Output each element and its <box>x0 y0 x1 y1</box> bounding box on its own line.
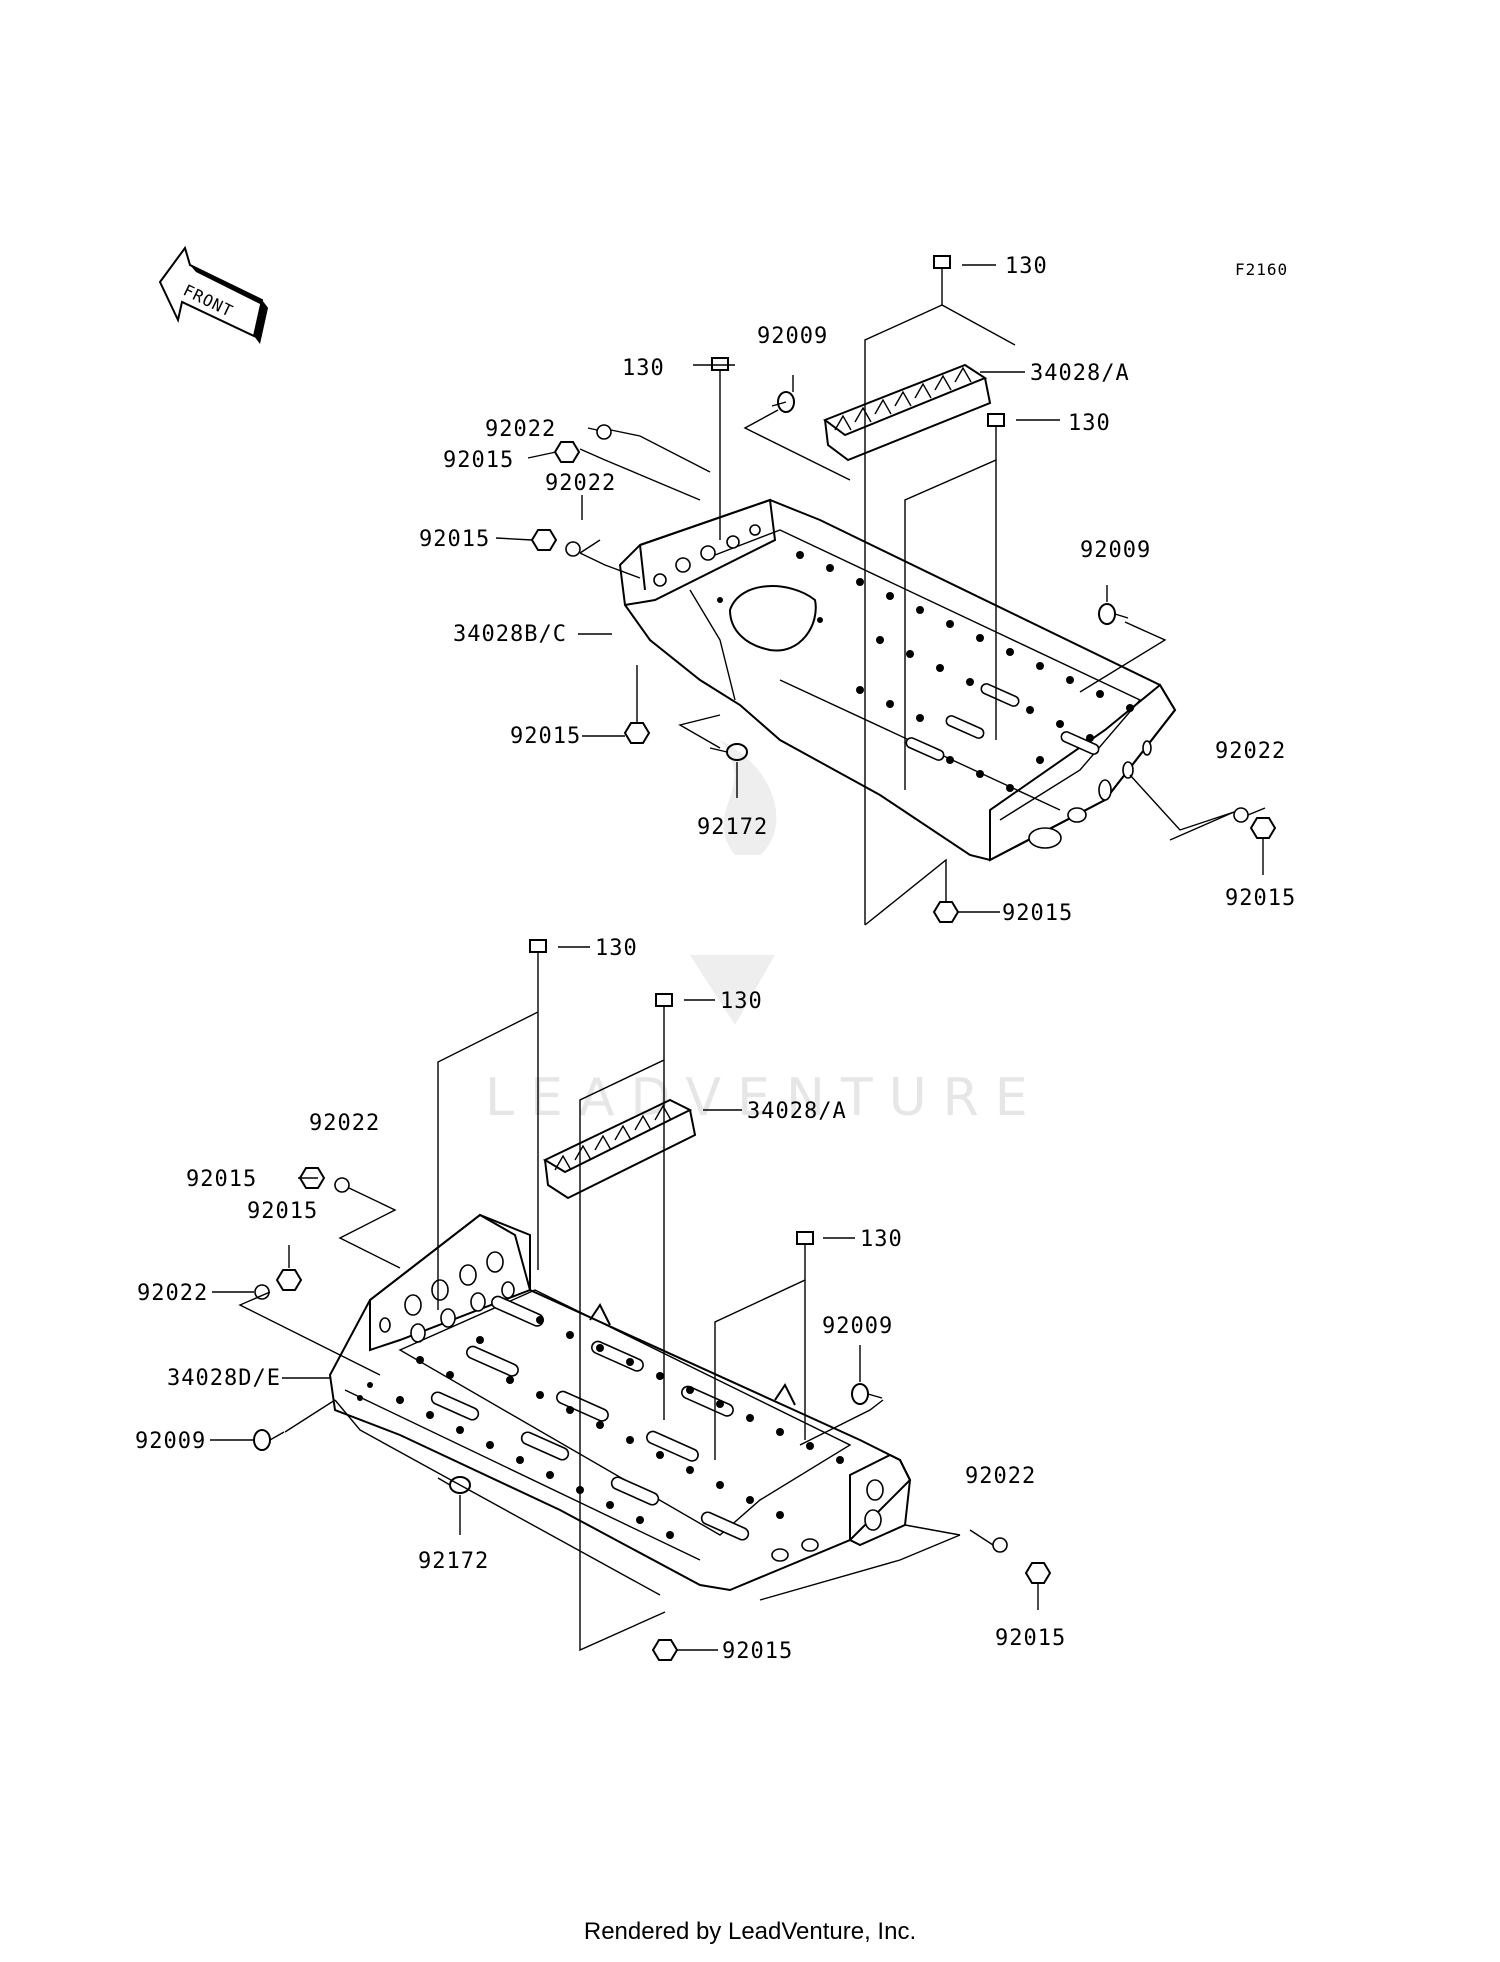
label-130: 130 <box>595 936 638 961</box>
label-34028a: 34028/A <box>747 1099 847 1124</box>
label-92015: 92015 <box>186 1167 257 1192</box>
label-92015: 92015 <box>510 724 581 749</box>
upper-leaders <box>495 264 1266 926</box>
lower-carrier-34028de <box>328 1213 912 1592</box>
upper-hardware <box>530 255 1277 923</box>
lower-rivets <box>357 1316 844 1539</box>
label-92015: 92015 <box>247 1199 318 1224</box>
label-92009: 92009 <box>757 324 828 349</box>
label-130: 130 <box>622 356 665 381</box>
label-92015: 92015 <box>722 1639 793 1664</box>
bolt-92009-icon <box>1098 603 1129 625</box>
washer-92022-icon <box>565 541 581 557</box>
lower-step-plate-34028a <box>542 1098 697 1200</box>
upper-step-plate-34028a <box>822 363 992 462</box>
label-34028bc: 34028B/C <box>453 622 567 647</box>
label-92022: 92022 <box>545 471 616 496</box>
bolt-130-icon <box>655 993 673 1022</box>
label-92015: 92015 <box>443 448 514 473</box>
washer-92022-icon <box>992 1537 1008 1553</box>
bolt-130-icon <box>529 939 547 968</box>
label-130: 130 <box>720 989 763 1014</box>
nut-92015-icon <box>275 1269 303 1291</box>
nut-92015-icon <box>553 441 581 463</box>
nut-92015-icon <box>1249 817 1277 839</box>
label-92009: 92009 <box>1080 538 1151 563</box>
bolt-92172-icon <box>709 743 748 761</box>
bolt-130-icon <box>796 1231 814 1260</box>
label-92015: 92015 <box>1002 901 1073 926</box>
nut-92015-icon <box>932 901 960 923</box>
label-92015: 92015 <box>995 1626 1066 1651</box>
watermark: LEADVENTURE <box>485 740 1044 1128</box>
label-92172: 92172 <box>418 1549 489 1574</box>
bolt-92009-icon <box>851 1383 883 1405</box>
front-arrow-icon: FRONT <box>158 245 268 344</box>
nut-92015-icon <box>651 1639 679 1661</box>
label-130: 130 <box>860 1227 903 1252</box>
bolt-130-icon <box>933 255 951 284</box>
bolt-92009-icon <box>253 1429 285 1451</box>
nut-92015-icon <box>530 529 558 551</box>
bolt-130-icon <box>987 413 1005 442</box>
washer-92022-icon <box>1233 807 1249 823</box>
washer-92022-icon <box>596 424 612 440</box>
label-92015: 92015 <box>419 527 490 552</box>
label-130: 130 <box>1005 254 1048 279</box>
label-92009: 92009 <box>135 1429 206 1454</box>
label-92022: 92022 <box>965 1464 1036 1489</box>
label-34028de: 34028D/E <box>167 1366 281 1391</box>
lower-hardware <box>253 939 1052 1661</box>
figure-code: F2160 <box>1235 260 1288 279</box>
bolt-92009-icon <box>771 391 795 413</box>
washer-92022-icon <box>334 1177 350 1193</box>
label-34028a: 34028/A <box>1030 361 1130 386</box>
bolt-92172-icon <box>437 1476 471 1494</box>
label-92015: 92015 <box>1225 886 1296 911</box>
label-92022: 92022 <box>1215 739 1286 764</box>
label-92172: 92172 <box>697 815 768 840</box>
lower-leaders <box>210 946 1039 1652</box>
label-92022: 92022 <box>137 1281 208 1306</box>
nut-92015-icon <box>1024 1562 1052 1584</box>
footer-credit: Rendered by LeadVenture, Inc. <box>583 1918 917 1945</box>
label-92009: 92009 <box>822 1314 893 1339</box>
upper-carrier-34028bc <box>618 498 1177 862</box>
watermark-text: LEADVENTURE <box>485 1068 1044 1128</box>
label-130: 130 <box>1068 411 1111 436</box>
label-92022: 92022 <box>485 417 556 442</box>
bolt-130-icon <box>711 357 729 386</box>
label-92022: 92022 <box>309 1111 380 1136</box>
nut-92015-icon <box>623 722 651 744</box>
upper-rivets <box>717 551 1134 792</box>
